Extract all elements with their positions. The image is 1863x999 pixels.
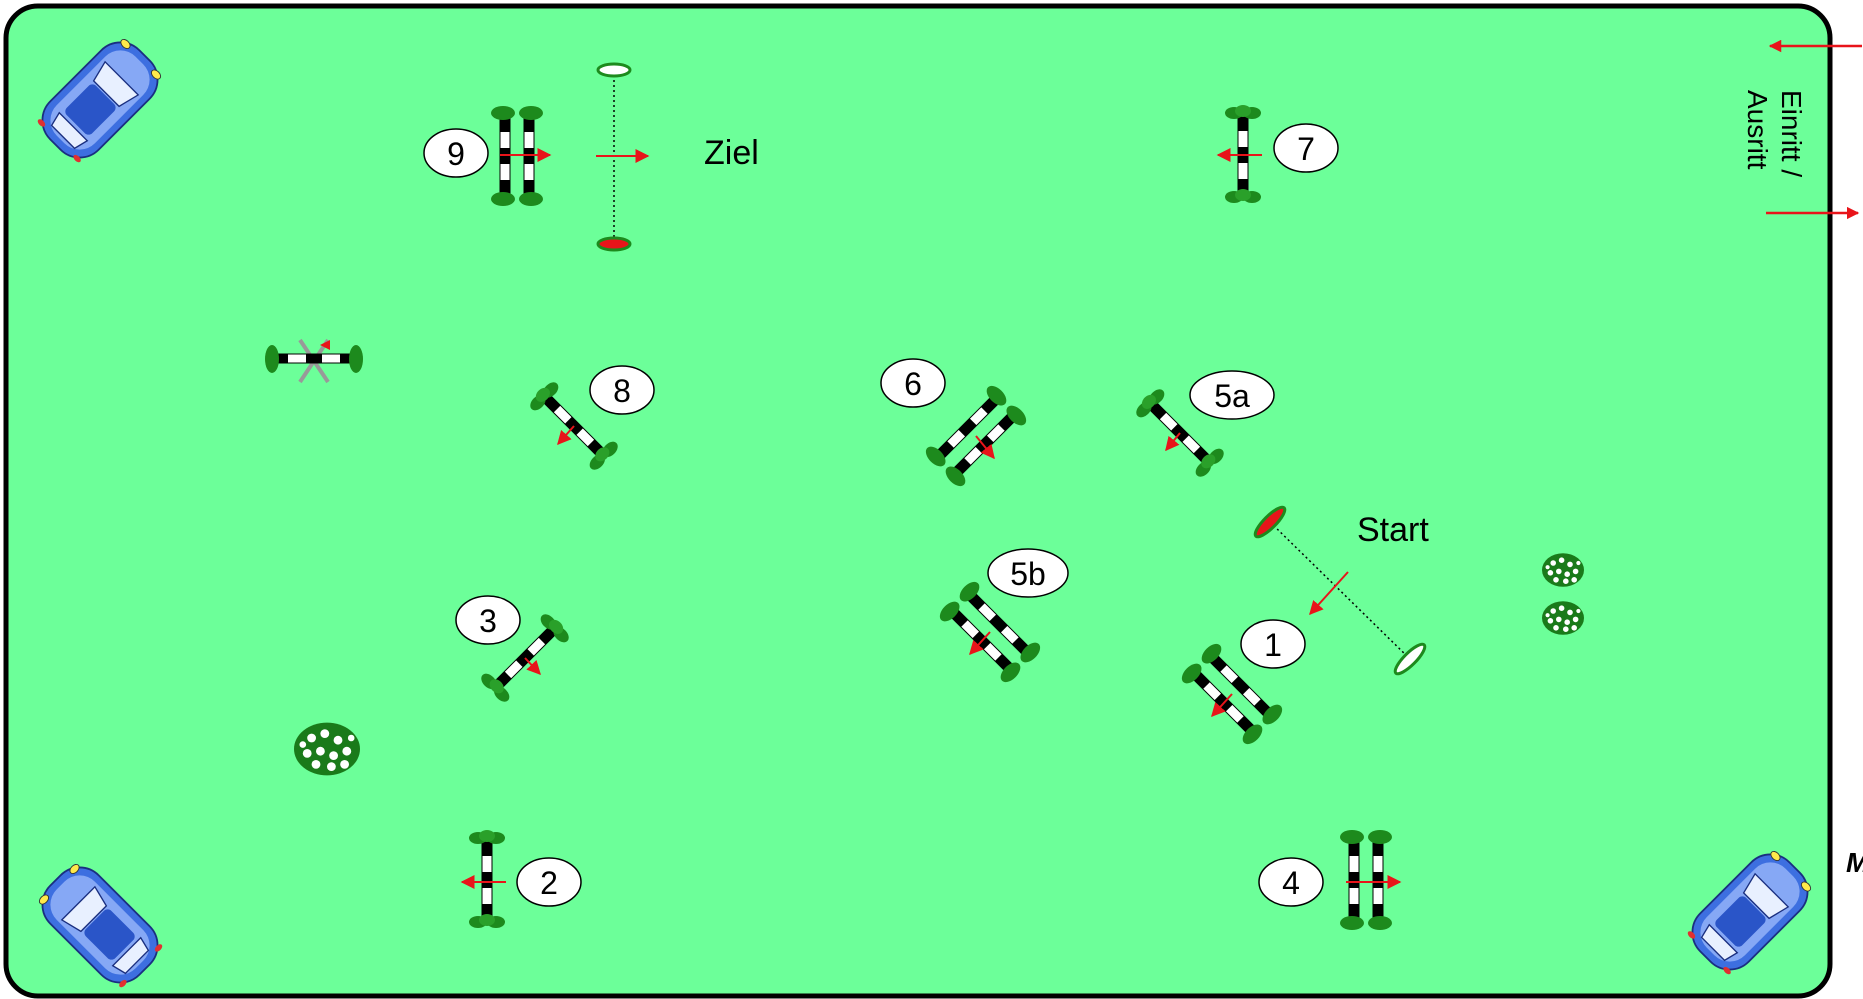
entrance-label: Einritt / [1776,90,1807,177]
obstacle-6-label: 6 [904,366,922,402]
finish-label: Ziel [704,134,759,172]
arrow-icon [975,435,995,460]
number-badge [987,548,1069,598]
flower-bush-icon [294,722,360,776]
obstacle-1-label: 1 [1264,627,1282,663]
arrow-icon [1309,571,1349,616]
obstacle-5a-label: 5a [1214,378,1250,414]
start-line [1253,505,1427,676]
arrow-icon [524,657,541,676]
number-badge [880,358,946,408]
number-badge [455,595,521,645]
arrow-icon [1165,432,1181,452]
number-badge [1240,619,1306,669]
flower-bush-icon [1542,553,1584,587]
entrance-label-line2: Ausritt [1742,90,1773,170]
number-badge [423,128,489,178]
arrow-icon [969,631,991,656]
obstacle-3-label: 3 [479,603,497,639]
obstacle-9-label: 9 [447,136,465,172]
obstacle-7-label: 7 [1297,131,1315,167]
number-badge [1189,370,1275,420]
obstacle-2-label: 2 [540,865,558,901]
obstacle-5b-label: 5b [1010,556,1046,592]
arena-ground [3,3,1833,999]
number-badge [516,857,582,907]
number-badge [589,365,655,415]
finish-line [596,62,650,252]
obstacle-8-label: 8 [613,373,631,409]
cross-pole-obstacle [265,338,363,384]
arrow-icon [557,425,575,446]
obstacle-4-label: 4 [1282,865,1300,901]
flower-bush-icon [1542,601,1584,635]
number-badge [1273,123,1339,173]
arena-letter-partial: M [1846,847,1863,878]
number-badge [1258,857,1324,907]
start-label: Start [1357,511,1429,549]
arrow-icon [1211,693,1233,718]
